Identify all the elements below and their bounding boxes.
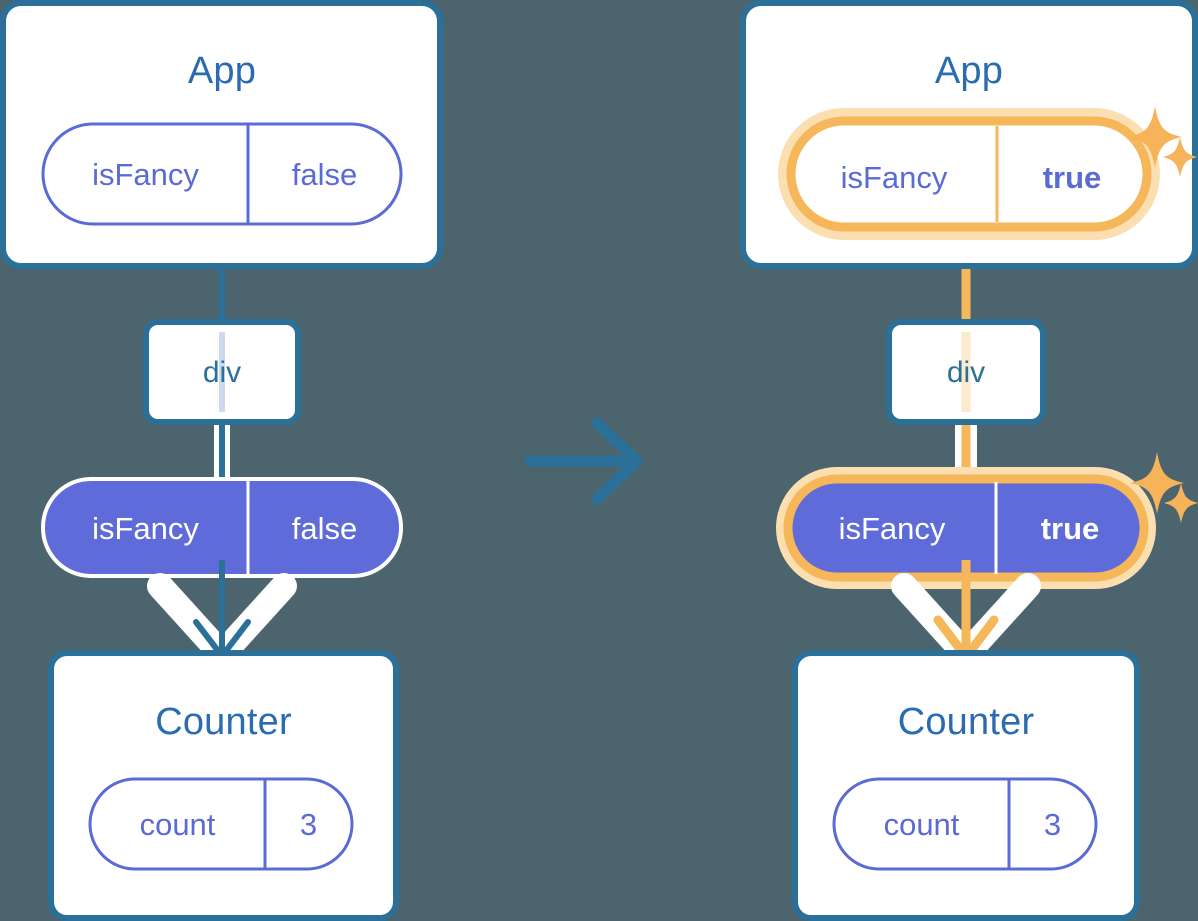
after-panel-graphics bbox=[740, 0, 1198, 921]
before-panel-graphics bbox=[0, 0, 443, 921]
app-state-pill-glow bbox=[778, 108, 1160, 240]
app-state-pill bbox=[41, 122, 403, 226]
sparkle-icon-app-small bbox=[1163, 137, 1197, 177]
transition-arrow-icon bbox=[524, 417, 643, 505]
app-state-pill bbox=[786, 116, 1152, 232]
counter-state-pill bbox=[88, 777, 354, 871]
sparkle-icon-app-large bbox=[1128, 106, 1182, 168]
sparkle-icon-prop-large bbox=[1130, 452, 1184, 514]
sparkle-group-prop bbox=[1130, 452, 1198, 523]
counter-state-pill bbox=[832, 777, 1098, 871]
sparkle-group-app bbox=[1128, 106, 1197, 177]
sparkle-icon-prop-small bbox=[1164, 483, 1198, 523]
